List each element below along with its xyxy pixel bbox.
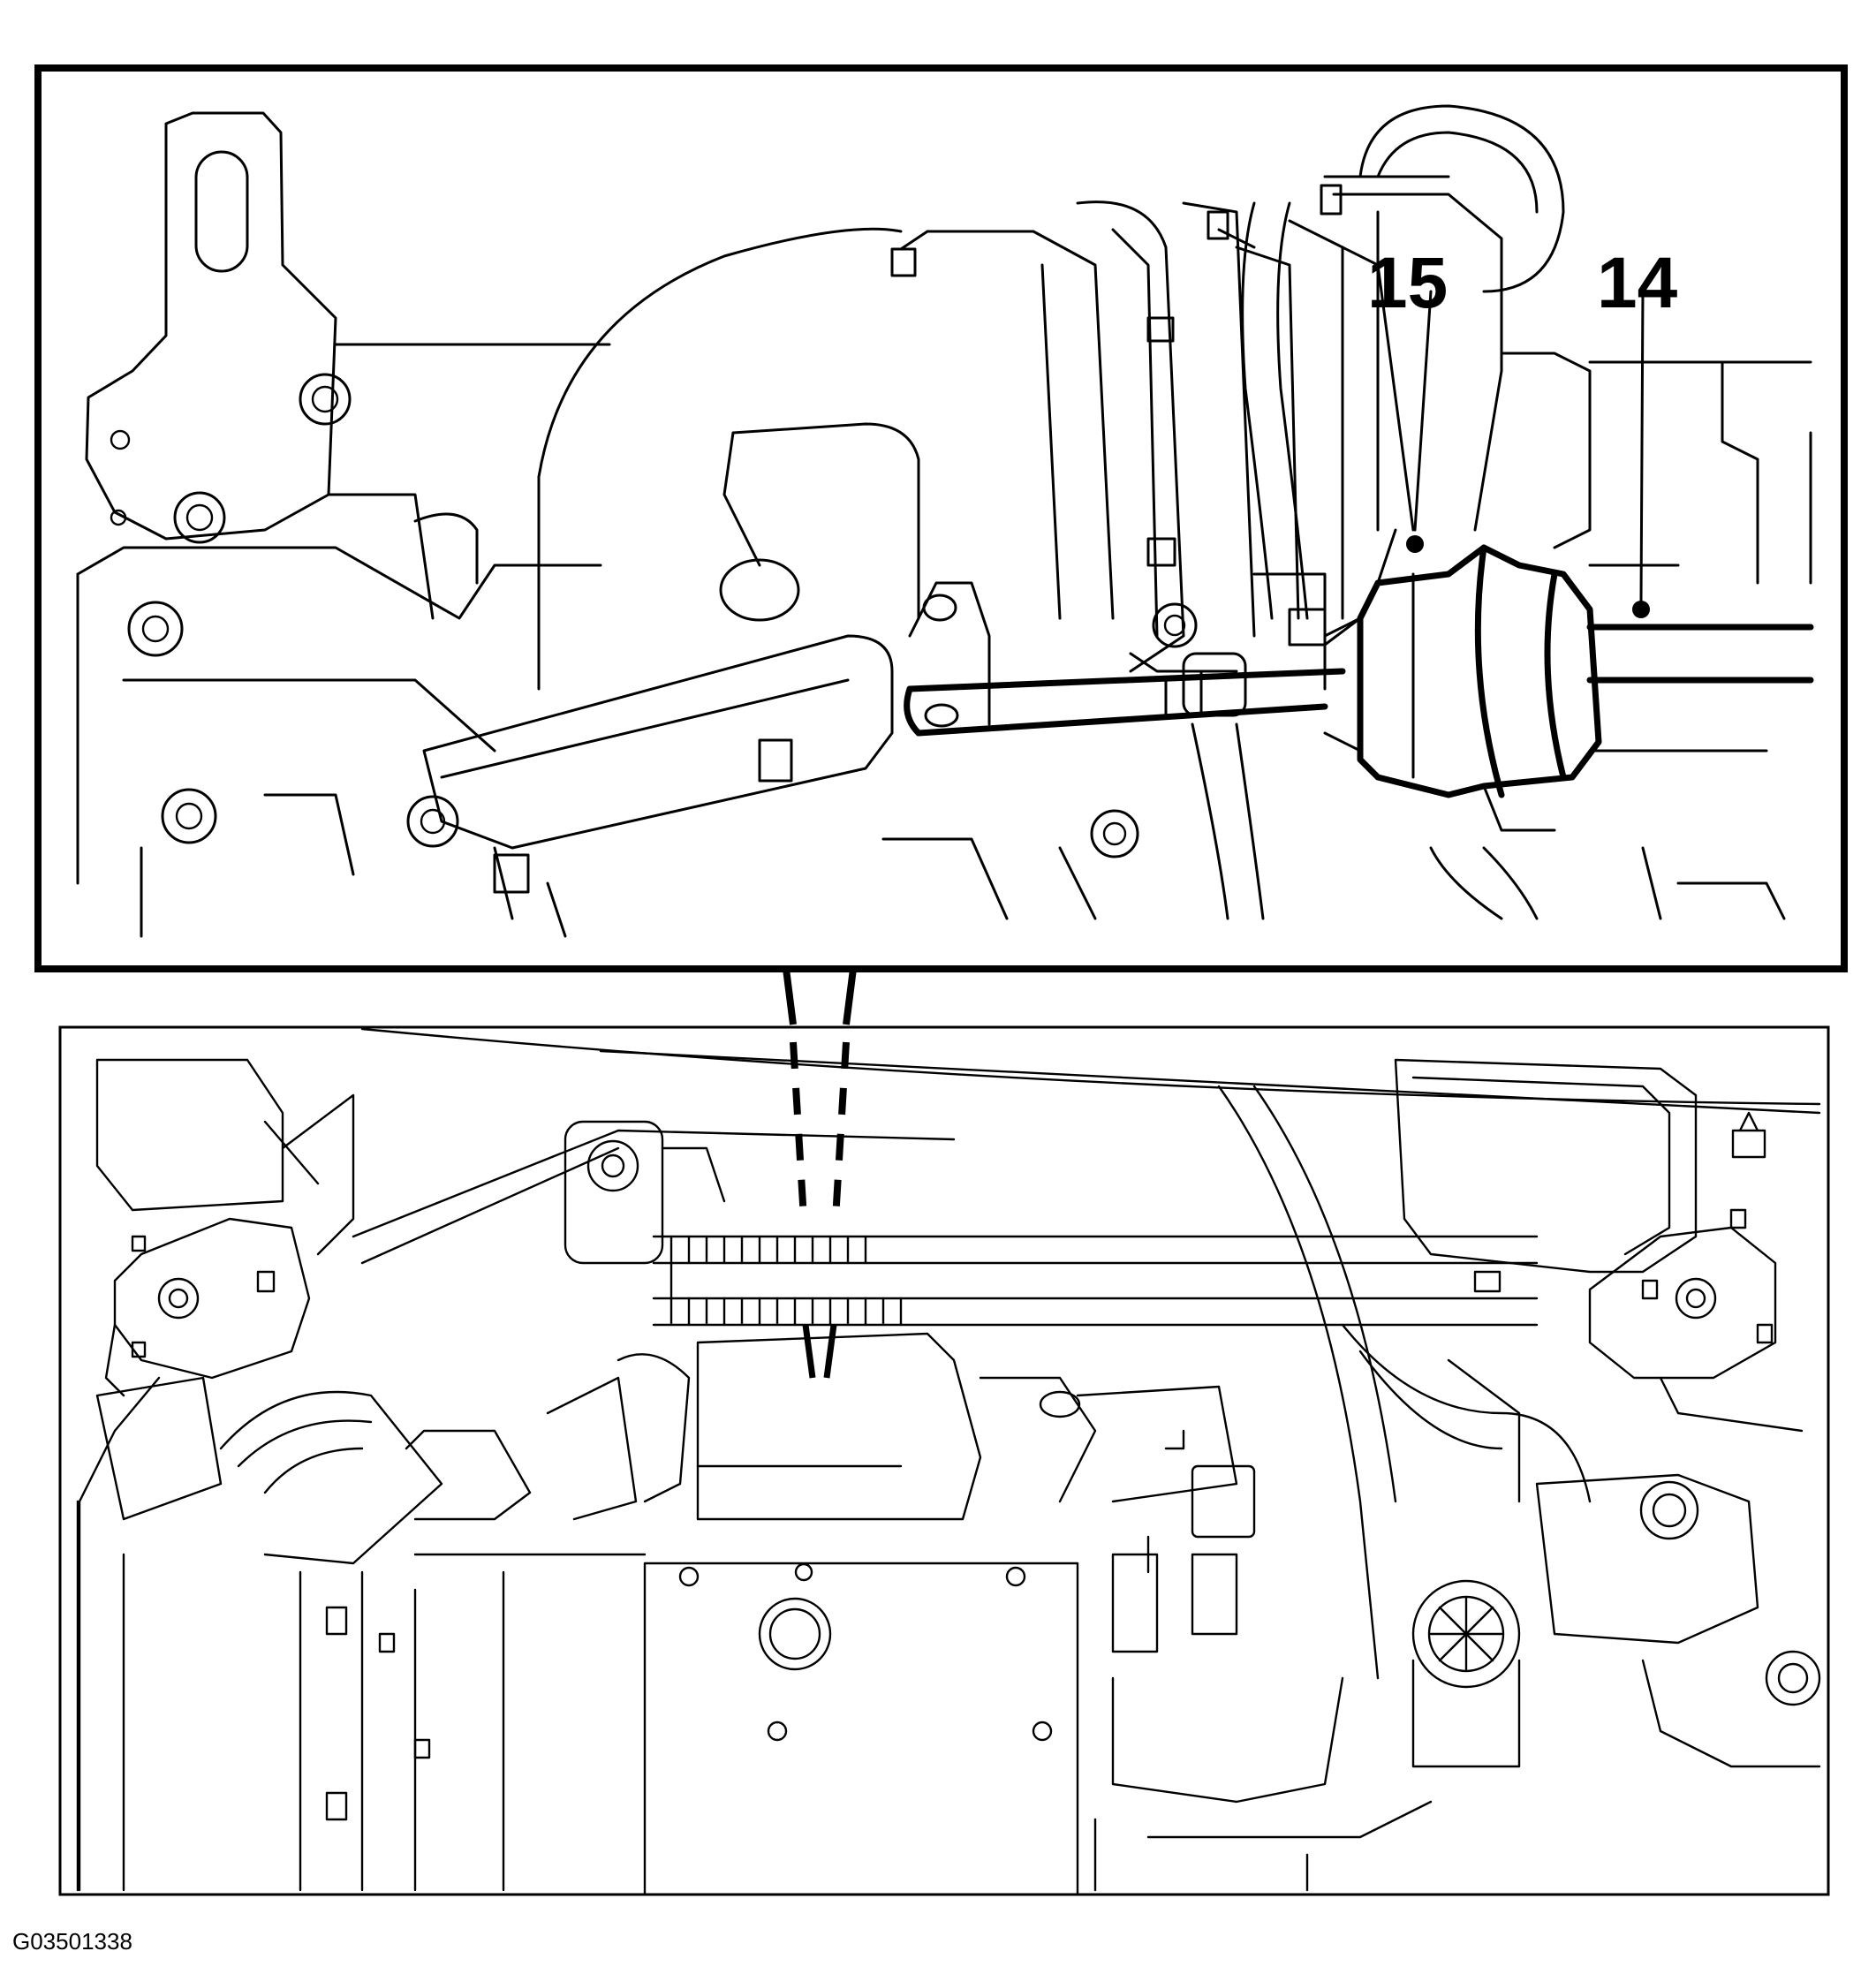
engine-bay-overview — [58, 1025, 1830, 1896]
figure-id: G03501338 — [12, 1928, 132, 1955]
right-hoses — [1217, 1085, 1804, 1680]
right-coolant-box — [1394, 1058, 1766, 1293]
detail-frame — [34, 64, 1848, 972]
upper-hose-loop — [1320, 104, 1565, 532]
brake-reservoir — [564, 1120, 726, 1265]
sensor-cluster — [1093, 1464, 1433, 1892]
left-reservoir — [78, 1058, 956, 1892]
lower-details — [546, 809, 1503, 938]
engine-block-right — [1482, 352, 1812, 920]
strut-tower-left — [104, 1217, 311, 1397]
washer-reservoir — [1535, 1473, 1821, 1768]
turbo-housing — [537, 227, 903, 691]
actuator-rod — [1586, 624, 1814, 753]
air-intake-hose — [76, 1376, 443, 1892]
valve-cover — [299, 1553, 1079, 1896]
wastegate-rod — [904, 616, 1362, 737]
detail-inset: 15 14 — [34, 64, 1848, 972]
callout-15-label: 15 — [1367, 243, 1448, 323]
strut-tower-right — [1588, 1208, 1777, 1380]
turbocharger — [890, 200, 1344, 726]
overview-turbo — [405, 1332, 1238, 1521]
callout-14-label: 14 — [1597, 243, 1678, 323]
engine-mount-bracket — [85, 111, 611, 620]
overview-frame — [58, 1025, 1830, 1896]
lower-arm — [76, 512, 602, 938]
cowl-grille — [652, 1235, 1539, 1327]
coolant-lines — [1182, 201, 1327, 920]
callout-leaders — [1406, 290, 1650, 618]
intake-elbow — [422, 422, 920, 920]
oil-filler-cap — [1411, 1579, 1521, 1768]
wastegate-actuator — [1323, 246, 1602, 832]
detail-connector — [783, 968, 857, 1379]
